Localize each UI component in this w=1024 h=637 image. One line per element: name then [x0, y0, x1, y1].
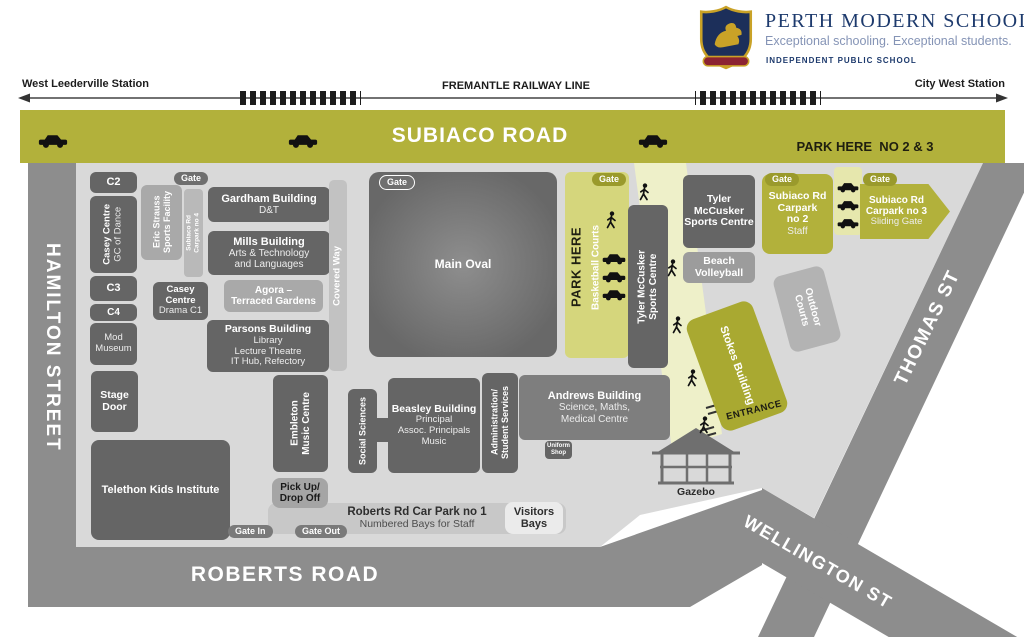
pedestrian-icon — [639, 183, 649, 201]
railway-line — [18, 91, 1008, 105]
gazebo-icon — [652, 428, 740, 485]
building-embleton-music-centre: Embleton Music Centre — [273, 375, 328, 472]
building-administration: Administration/ Student Services — [482, 373, 518, 473]
building-beasley: Beasley Building Principal Assoc. Princi… — [388, 378, 480, 473]
park-here-note: PARK HERE NO 2 & 3 — [796, 139, 934, 154]
arrow-left-icon — [18, 93, 30, 103]
building-gardham: Gardham Building D&T — [208, 187, 330, 222]
covered-way: Covered Way — [329, 180, 347, 371]
basketball-courts-label: Basketball Courts — [590, 224, 602, 310]
school-name: PERTH MODERN SCHOOL — [765, 10, 1024, 32]
building-subiaco-carpark-4: Subiaco Rd Carpark no 4 — [184, 189, 203, 277]
subiaco-carpark-3: Subiaco Rd Carpark no 3 Sliding Gate — [860, 184, 950, 239]
car-icon — [837, 183, 859, 193]
park-here-carpark: PARK HERE Basketball Courts — [565, 172, 629, 358]
building-connector — [375, 418, 390, 442]
hamilton-street-label: HAMILTON STREET — [42, 243, 63, 452]
car-icon — [288, 135, 318, 148]
building-c4: C4 — [90, 304, 137, 321]
building-tyler-mccusker-strip: Tyler McCusker Sports Centre — [628, 205, 668, 368]
school-tagline: Exceptional schooling. Exceptional stude… — [765, 34, 1012, 48]
pedestrian-icon — [699, 416, 709, 434]
school-crest-icon — [699, 5, 753, 70]
west-leederville-station-label: West Leederville Station — [22, 78, 149, 90]
main-oval: Main Oval — [369, 172, 557, 357]
thomas-street-road — [758, 163, 1024, 637]
building-mills: Mills Building Arts & Technology and Lan… — [208, 231, 330, 275]
car-icon — [602, 272, 626, 283]
park-here-label: PARK HERE — [568, 226, 584, 308]
railway-crossing-ties — [237, 91, 361, 105]
building-casey-centre-dance: Casey Centre GC of Dance — [90, 196, 137, 273]
arrow-right-icon — [996, 93, 1008, 103]
car-icon — [837, 219, 859, 229]
building-casey-centre-drama: Casey Centre Drama C1 — [153, 282, 208, 320]
car-icon — [38, 135, 68, 148]
gate-badge-parkhere: Gate — [592, 173, 627, 186]
building-agora-terraced-gardens: Agora – Terraced Gardens — [224, 280, 323, 312]
pedestrian-icon — [687, 369, 697, 387]
roberts-road — [28, 547, 668, 607]
car-icon — [602, 290, 626, 301]
building-telethon-kids-institute: Telethon Kids Institute — [91, 440, 230, 540]
road-fork — [600, 490, 762, 607]
city-west-station-label: City West Station — [914, 78, 1005, 90]
subiaco-road-label: SUBIACO ROAD — [391, 124, 569, 147]
car-icon — [638, 135, 668, 148]
gate-badge-carpark2: Gate — [765, 173, 800, 186]
car-icon — [837, 201, 859, 211]
building-eric-strauss: Eric Strauss Sports Facility — [141, 185, 182, 260]
building-c3: C3 — [90, 276, 137, 301]
building-tyler-mccusker-sports-centre: Tyler McCusker Sports Centre — [683, 175, 755, 248]
gate-badge-carpark3: Gate — [863, 173, 898, 186]
gazebo-label: Gazebo — [677, 486, 715, 498]
fremantle-railway-line-label: FREMANTLE RAILWAY LINE — [442, 80, 590, 92]
pedestrian-icon — [672, 316, 682, 334]
gate-out-badge: Gate Out — [295, 525, 348, 538]
building-parsons: Parsons Building Library Lecture Theatre… — [207, 320, 329, 372]
school-type-label: INDEPENDENT PUBLIC SCHOOL — [766, 56, 917, 65]
subiaco-carpark-2: Subiaco Rd Carpark no 2 Staff — [762, 174, 833, 254]
roberts-road-label: ROBERTS ROAD — [190, 563, 380, 586]
building-social-sciences: Social Sciences — [348, 389, 377, 473]
wellington-street-road — [762, 488, 1018, 637]
carpark-lane — [834, 167, 862, 235]
subiaco-road-banner — [20, 110, 1005, 163]
hamilton-street-road — [28, 163, 76, 607]
pedestrian-icon — [606, 211, 616, 229]
railway-crossing-ties — [695, 91, 821, 105]
pick-up-drop-off: Pick Up/Drop Off — [272, 478, 328, 508]
building-beach-volleyball: Beach Volleyball — [683, 252, 755, 283]
building-c2: C2 — [90, 172, 137, 193]
gate-badge-north: Gate — [174, 172, 209, 185]
gate-badge-oval: Gate — [379, 175, 416, 190]
gate-in-badge: Gate In — [228, 525, 273, 538]
building-andrews: Andrews Building Science, Maths, Medical… — [519, 375, 670, 440]
car-icon — [602, 254, 626, 265]
pedestrian-icon — [667, 259, 677, 277]
